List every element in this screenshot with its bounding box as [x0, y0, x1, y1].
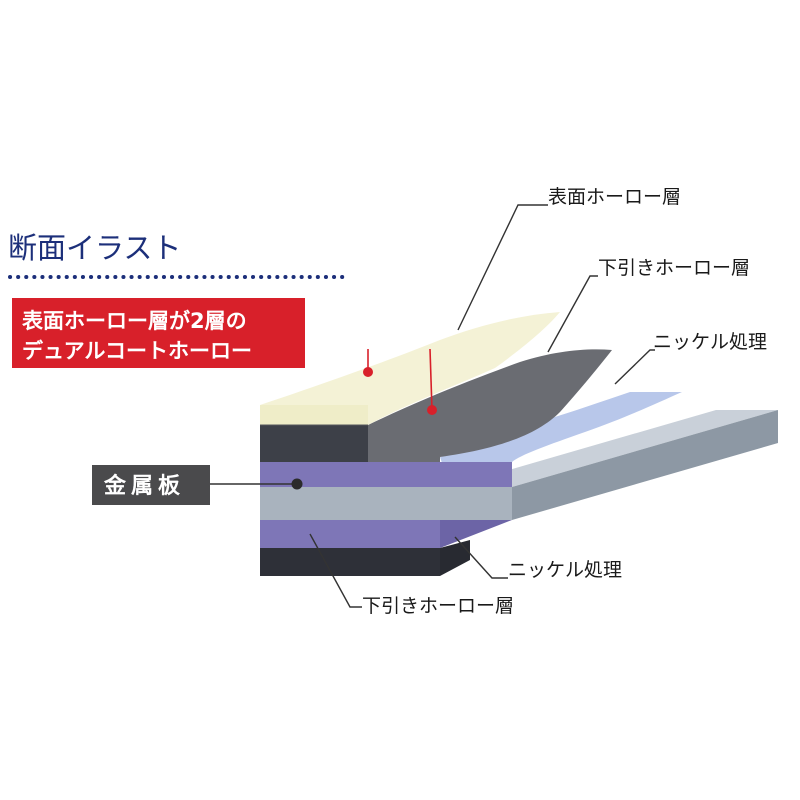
callout-box — [12, 298, 305, 368]
metal-plate-box — [92, 465, 210, 505]
label-metal-plate: 金属板 — [103, 473, 185, 499]
callout-leader-base — [429, 348, 433, 411]
label-nickel-bottom: ニッケル処理 — [508, 559, 622, 581]
base-enamel-layer-upper — [260, 349, 612, 462]
callout-line-2: デュアルコートホーロー — [22, 339, 252, 363]
callout-dot-base — [427, 405, 437, 415]
surface-enamel-layer — [260, 312, 560, 425]
nickel-layer-lower — [260, 520, 512, 548]
label-base-enamel-top: 下引きホーロー層 — [598, 257, 750, 279]
diagram-heading: 断面イラスト — [8, 231, 181, 265]
callout-line-1: 表面ホーロー層が2層の — [22, 309, 247, 333]
label-base-enamel-bottom: 下引きホーロー層 — [362, 595, 514, 617]
layer-stack — [260, 312, 778, 576]
leader-nickel-bottom — [454, 536, 508, 579]
leader-surface-enamel — [457, 204, 548, 331]
leader-nickel-top — [614, 349, 655, 385]
dual-coat-callout: 表面ホーロー層が2層の デュアルコートホーロー — [12, 298, 305, 368]
metal-plate-dot — [291, 478, 303, 490]
metal-plate-callout: 金属板 — [92, 465, 210, 505]
leader-base-enamel-bottom — [309, 533, 362, 608]
leader-base-enamel-top — [547, 275, 598, 353]
label-nickel-top: ニッケル処理 — [653, 331, 767, 353]
metal-plate-layer — [260, 410, 778, 520]
label-surface-enamel: 表面ホーロー層 — [548, 186, 681, 208]
nickel-layer-upper — [260, 392, 682, 487]
callout-dot-surface — [363, 367, 373, 377]
base-enamel-layer-lower — [260, 540, 470, 576]
